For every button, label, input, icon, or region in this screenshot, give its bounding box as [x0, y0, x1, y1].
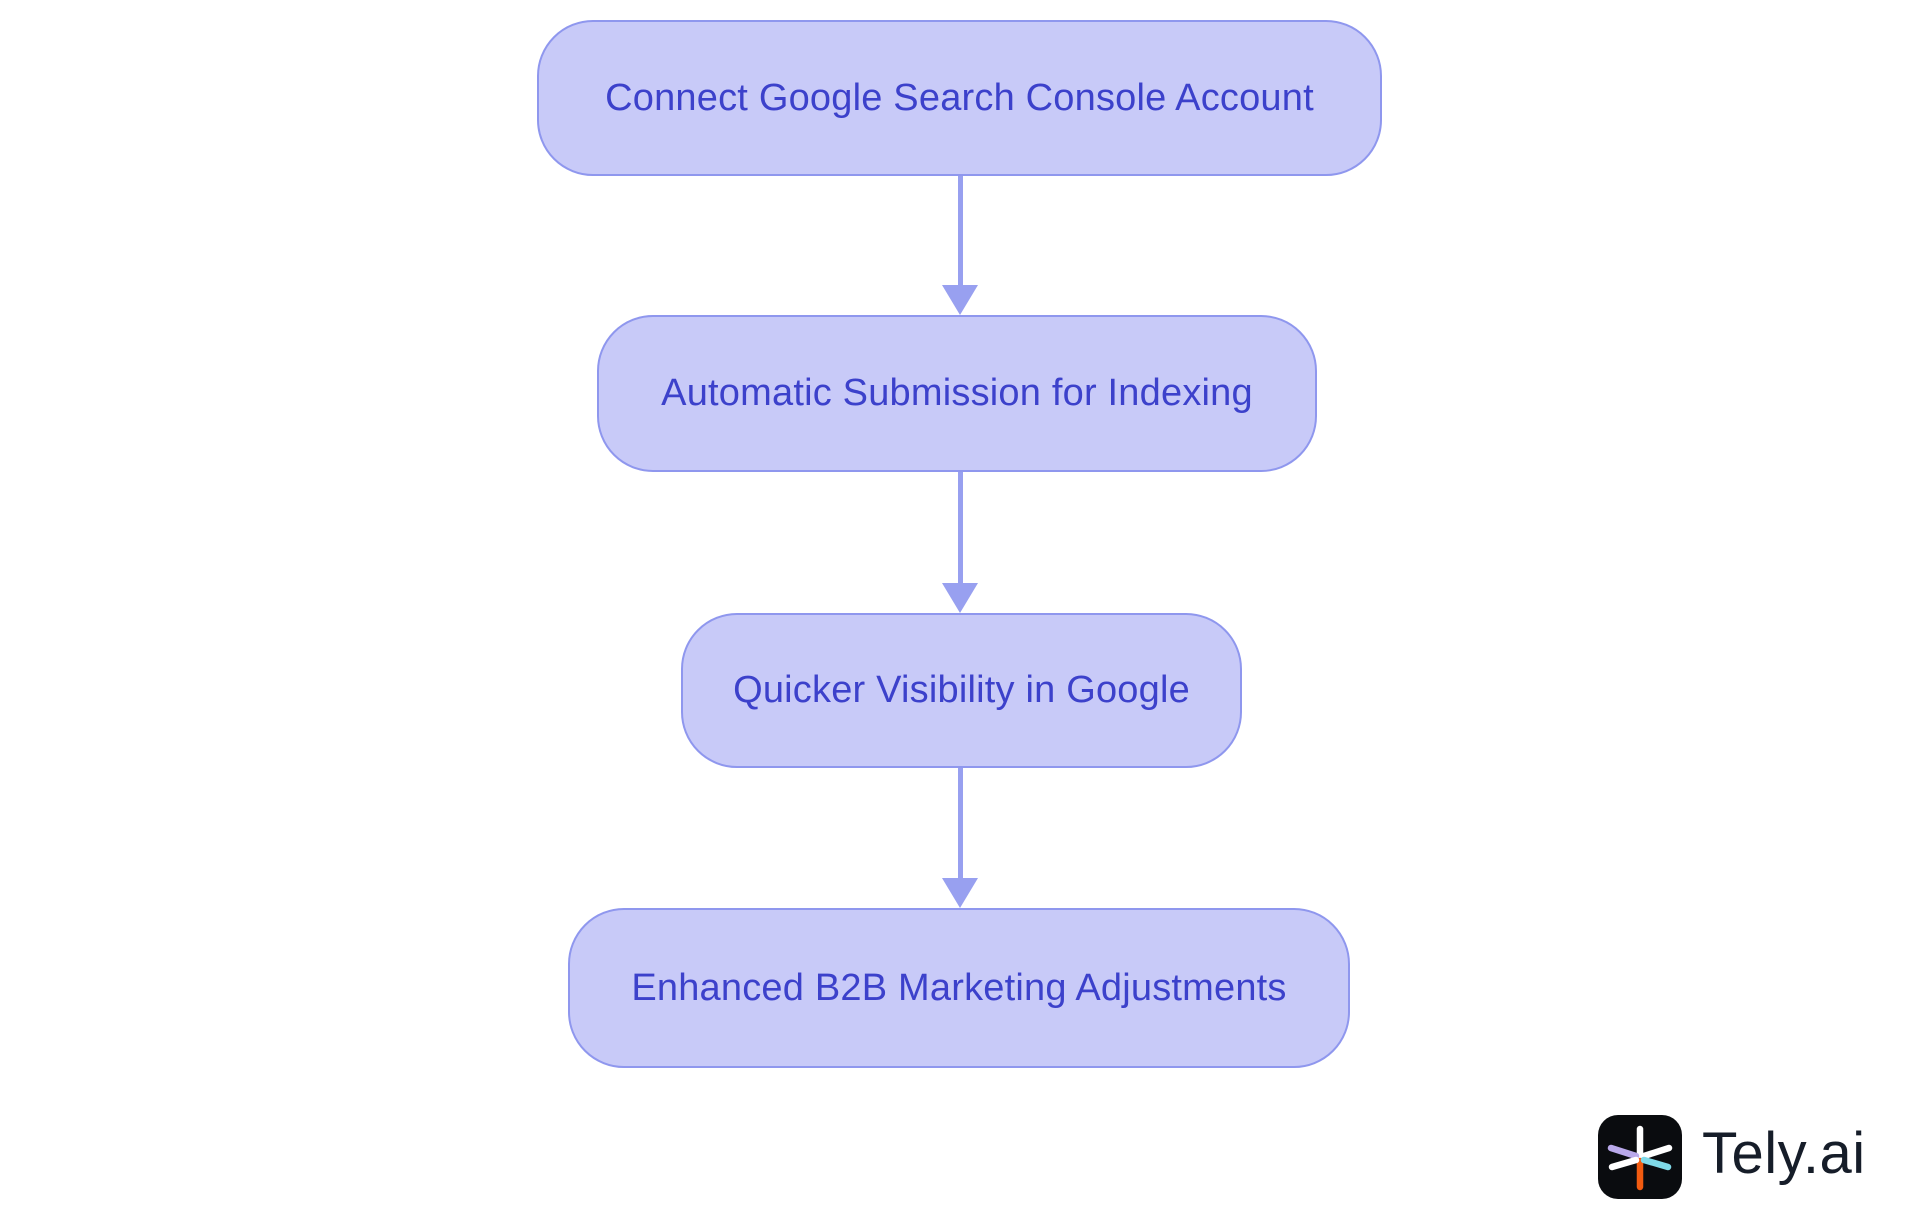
- arrow-head-icon: [942, 878, 978, 908]
- flow-node-label: Enhanced B2B Marketing Adjustments: [631, 966, 1287, 1009]
- tely-logo: Tely.ai: [1598, 1115, 1866, 1199]
- arrow-shaft: [957, 768, 963, 878]
- tely-logo-text: Tely.ai: [1702, 1121, 1866, 1186]
- tely-asterisk-icon: [1598, 1115, 1682, 1199]
- arrow-shaft: [957, 472, 963, 583]
- arrow-head-icon: [942, 285, 978, 315]
- flow-node-label: Quicker Visibility in Google: [733, 669, 1190, 711]
- flow-node-b2b-adjustments: Enhanced B2B Marketing Adjustments: [568, 908, 1350, 1068]
- flow-node-quicker-visibility: Quicker Visibility in Google: [681, 613, 1242, 768]
- flow-node-auto-submission: Automatic Submission for Indexing: [597, 315, 1317, 472]
- flow-node-connect-gsc: Connect Google Search Console Account: [537, 20, 1382, 176]
- flow-arrow-3: [942, 768, 978, 908]
- flow-node-label: Connect Google Search Console Account: [605, 76, 1314, 119]
- flow-node-label: Automatic Submission for Indexing: [661, 372, 1253, 414]
- flow-arrow-1: [942, 176, 978, 315]
- flow-arrow-2: [942, 472, 978, 613]
- arrow-shaft: [957, 176, 963, 285]
- arrow-head-icon: [942, 583, 978, 613]
